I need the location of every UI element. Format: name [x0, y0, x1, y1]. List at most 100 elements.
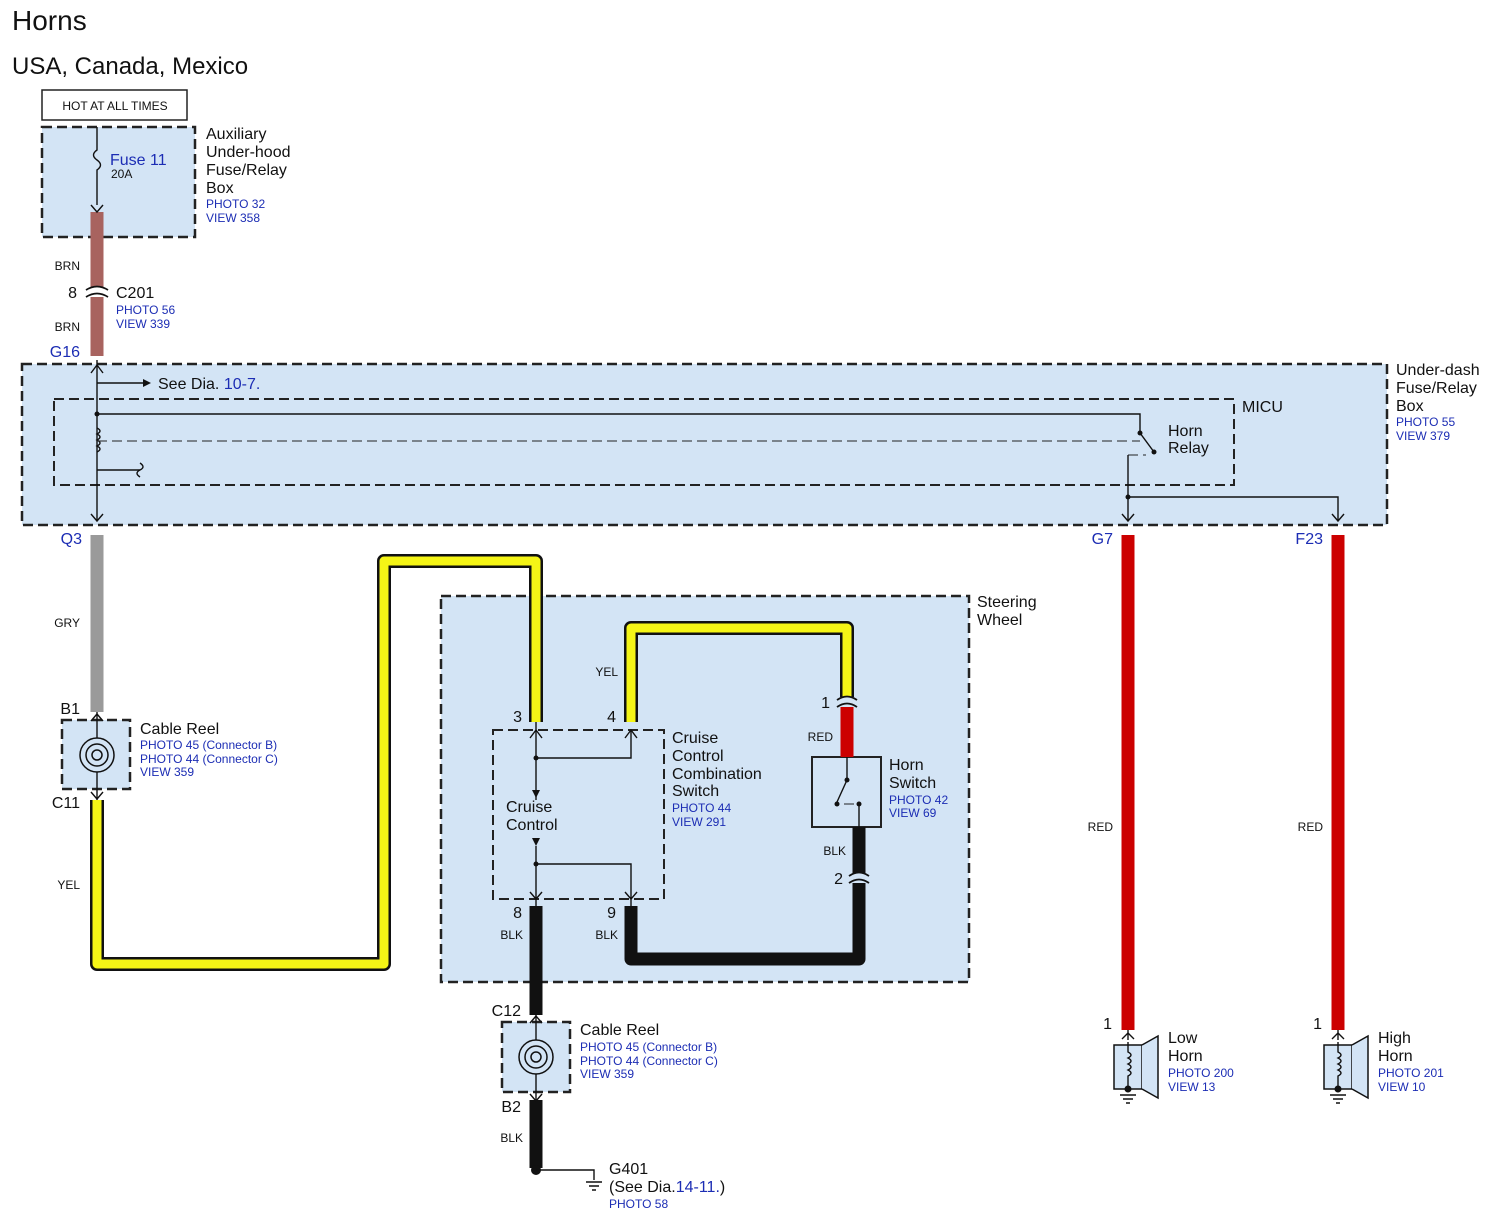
ground-name: G401 — [609, 1161, 648, 1178]
ground-see-dia: (See Dia.14-11.) — [609, 1179, 725, 1196]
connector-pin1-symbol — [836, 695, 858, 708]
horn-relay-line-1: Horn — [1168, 423, 1203, 440]
high-horn-ref-2: VIEW 10 — [1378, 1080, 1426, 1094]
wire-label-red-switch: RED — [808, 730, 834, 744]
aux-box-name-3: Fuse/Relay — [206, 162, 287, 179]
hot-at-all-times-box — [41, 89, 188, 121]
underdash-internal-circuit — [90, 360, 1345, 523]
low-horn-name-2: Horn — [1168, 1048, 1203, 1065]
wire-label-red-f23: RED — [1298, 820, 1324, 834]
ground-see-prefix: (See Dia. — [609, 1179, 676, 1196]
horn-switch-name-1: Horn — [889, 757, 924, 774]
cable-reel-2-ref-2: PHOTO 44 (Connector C) — [580, 1054, 718, 1068]
cruise-switch-name-2: Control — [672, 748, 724, 765]
high-horn-name-2: Horn — [1378, 1048, 1413, 1065]
wire-label-blk-bottom: BLK — [500, 1131, 523, 1145]
cable-reel-1-bottom-terminal: C11 — [52, 795, 80, 812]
see-dia-prefix: See Dia. — [158, 376, 219, 393]
underdash-ref-2: VIEW 379 — [1396, 429, 1450, 443]
aux-box-ref-1: PHOTO 32 — [206, 197, 265, 211]
horn-switch-ref-1: PHOTO 42 — [889, 793, 948, 807]
high-horn-ref-1: PHOTO 201 — [1378, 1066, 1444, 1080]
cruise-switch-ref-1: PHOTO 44 — [672, 801, 731, 815]
see-dia-link-14-11[interactable]: 14-11. — [676, 1179, 720, 1196]
cable-reel-1-symbol — [79, 712, 115, 801]
horn-switch-ref-2: VIEW 69 — [889, 806, 937, 820]
low-horn-ref-2: VIEW 13 — [1168, 1080, 1216, 1094]
horn-switch-name-2: Switch — [889, 775, 936, 792]
terminal-g7: G7 — [1092, 531, 1113, 548]
cruise-switch-name-4: Switch — [672, 783, 719, 800]
cruise-control-inner-2: Control — [506, 817, 558, 834]
cruise-pin-4: 4 — [607, 709, 616, 726]
wire-label-red-g7: RED — [1088, 820, 1114, 834]
cruise-switch-name-3: Combination — [672, 766, 762, 783]
underdash-ref-1: PHOTO 55 — [1396, 415, 1455, 429]
c201-pin: 8 — [68, 285, 77, 302]
cable-reel-2-top-terminal: C12 — [492, 1003, 521, 1020]
wire-label-blk-9: BLK — [595, 928, 618, 942]
wire-label-yel: YEL — [57, 878, 80, 892]
c201-ref-1: PHOTO 56 — [116, 303, 175, 317]
underdash-name-3: Box — [1396, 398, 1424, 415]
cable-reel-1-ref-3: VIEW 359 — [140, 765, 194, 779]
underdash-name-2: Fuse/Relay — [1396, 380, 1477, 397]
cable-reel-1-name: Cable Reel — [140, 721, 219, 738]
horn-switch-pin-1: 1 — [821, 695, 830, 712]
ground-g401-symbol — [531, 1165, 602, 1191]
see-dia-10-7: See Dia. 10-7. — [158, 376, 260, 393]
wire-blk-loop — [624, 883, 866, 966]
low-horn-ref-1: PHOTO 200 — [1168, 1066, 1234, 1080]
ground-see-suffix: ) — [720, 1179, 725, 1196]
cable-reel-1-top-terminal: B1 — [60, 701, 80, 718]
steering-wheel-name-2: Wheel — [977, 612, 1022, 629]
high-horn-name-1: High — [1378, 1030, 1411, 1047]
cruise-pin-3: 3 — [513, 709, 522, 726]
diagram-subtitle: USA, Canada, Mexico — [12, 53, 248, 80]
aux-box-name-1: Auxiliary — [206, 126, 266, 143]
underdash-name-1: Under-dash — [1396, 362, 1480, 379]
terminal-q3: Q3 — [61, 531, 82, 548]
c201-name: C201 — [116, 285, 154, 302]
steering-wheel-name-1: Steering — [977, 594, 1037, 611]
cruise-switch-box — [492, 729, 665, 900]
cable-reel-2-ref-3: VIEW 359 — [580, 1067, 634, 1081]
high-horn-symbol — [1323, 1030, 1369, 1104]
cable-reel-1-ref-1: PHOTO 45 (Connector B) — [140, 738, 277, 752]
wire-yel-switch — [626, 623, 852, 722]
cruise-control-internal-circuit — [529, 722, 638, 906]
cruise-switch-name-1: Cruise — [672, 730, 718, 747]
see-dia-link-10-7[interactable]: 10-7. — [224, 376, 260, 393]
cruise-pin-8: 8 — [513, 905, 522, 922]
hot-at-all-times-label: HOT AT ALL TIMES — [62, 99, 167, 113]
terminal-g16: G16 — [50, 344, 80, 361]
wire-yel-main — [92, 556, 541, 969]
cruise-switch-ref-2: VIEW 291 — [672, 815, 726, 829]
wire-label-blk-8: BLK — [500, 928, 523, 942]
aux-box-name-4: Box — [206, 180, 234, 197]
c201-ref-2: VIEW 339 — [116, 317, 170, 331]
connector-c201-symbol — [85, 285, 109, 298]
cruise-control-inner-1: Cruise — [506, 799, 552, 816]
ground-ref-1: PHOTO 58 — [609, 1197, 668, 1211]
cable-reel-2-ref-1: PHOTO 45 (Connector B) — [580, 1040, 717, 1054]
aux-box-ref-2: VIEW 358 — [206, 211, 260, 225]
micu-box — [53, 398, 1235, 486]
low-horn-name-1: Low — [1168, 1030, 1198, 1047]
cable-reel-1-ref-2: PHOTO 44 (Connector C) — [140, 752, 278, 766]
cable-reel-2-symbol — [518, 1014, 554, 1103]
diagram-title: Horns — [12, 5, 87, 36]
low-horn-pin: 1 — [1103, 1016, 1112, 1033]
low-horn-symbol — [1113, 1030, 1159, 1104]
micu-label: MICU — [1242, 399, 1283, 416]
aux-fuse-box — [40, 125, 197, 239]
fuse-11-label: Fuse 11 — [110, 152, 167, 169]
wire-label-blk-switch: BLK — [823, 844, 846, 858]
cable-reel-2-name: Cable Reel — [580, 1022, 659, 1039]
terminal-f23: F23 — [1295, 531, 1323, 548]
aux-box-name-2: Under-hood — [206, 144, 291, 161]
horn-switch-pin-2: 2 — [834, 871, 843, 888]
connector-pin2-symbol — [848, 871, 870, 884]
underdash-fuse-box — [20, 362, 1389, 527]
